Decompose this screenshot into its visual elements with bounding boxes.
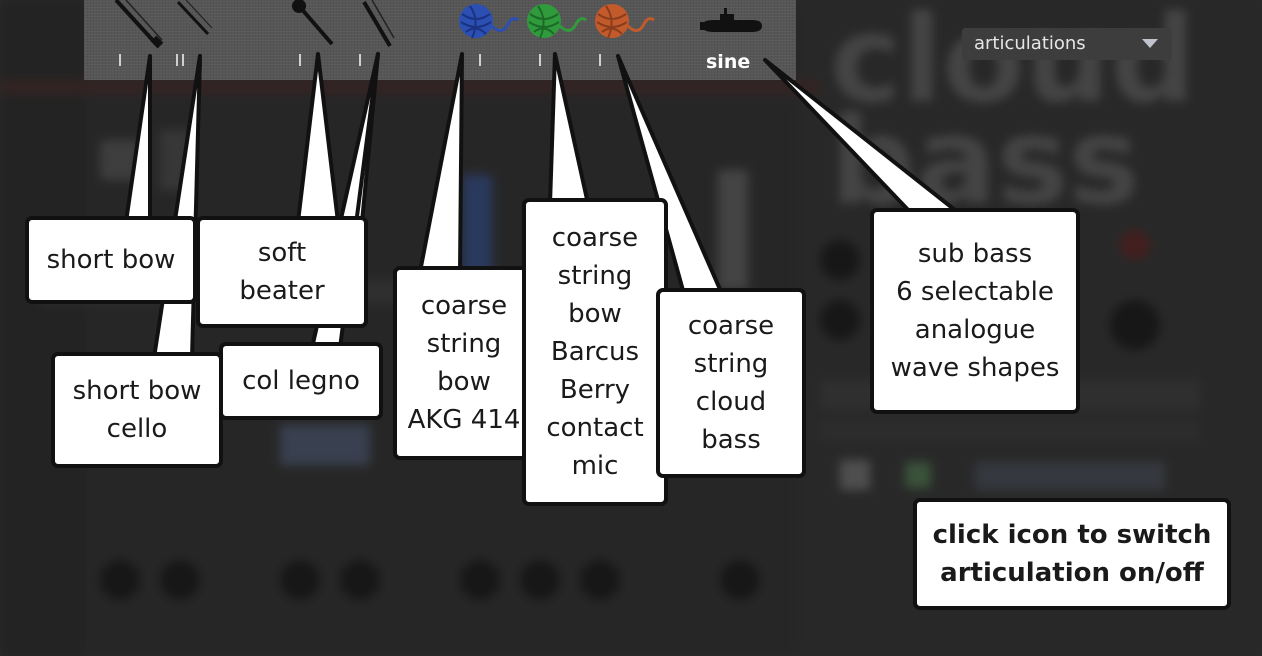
tick-mark [182, 54, 184, 66]
tick-mark [119, 54, 121, 66]
callout-soft-beater: soft beater [196, 216, 368, 328]
callout-hint: click icon to switch articulation on/off [913, 498, 1231, 610]
tick-mark [359, 54, 361, 66]
callout-coarse-string-bow-akg: coarse string bow AKG 414 [393, 266, 535, 460]
articulations-dropdown[interactable]: articulations [962, 28, 1172, 60]
tick-mark [176, 54, 178, 66]
submarine-icon[interactable] [700, 8, 764, 36]
tick-mark [479, 54, 481, 66]
bow-icon[interactable] [108, 0, 164, 52]
bow-icon[interactable] [358, 0, 398, 52]
tick-mark [599, 54, 601, 66]
callout-coarse-string-cloud-bass: coarse string cloud bass [656, 288, 806, 478]
yarn-ball-green-icon[interactable] [524, 2, 588, 42]
yarn-ball-blue-icon[interactable] [456, 2, 520, 42]
callout-short-bow-cello: short bow cello [51, 352, 223, 468]
tick-mark [539, 54, 541, 66]
callout-sub-bass: sub bass 6 selectable analogue wave shap… [870, 208, 1080, 414]
callout-coarse-string-bow-barcus: coarse string bow Barcus Berry contact m… [522, 198, 668, 506]
articulations-dropdown-label: articulations [974, 33, 1086, 54]
callout-short-bow: short bow [25, 216, 197, 304]
logo-text: cloud bass [830, 0, 1197, 232]
bow-icon[interactable] [172, 0, 214, 40]
tick-mark [299, 54, 301, 66]
yarn-ball-orange-icon[interactable] [592, 2, 656, 42]
sine-label: sine [706, 51, 751, 73]
callout-col-legno: col legno [219, 342, 383, 420]
articulation-strip [84, 0, 796, 80]
chevron-down-icon [1142, 39, 1158, 48]
beater-icon[interactable] [288, 0, 338, 50]
